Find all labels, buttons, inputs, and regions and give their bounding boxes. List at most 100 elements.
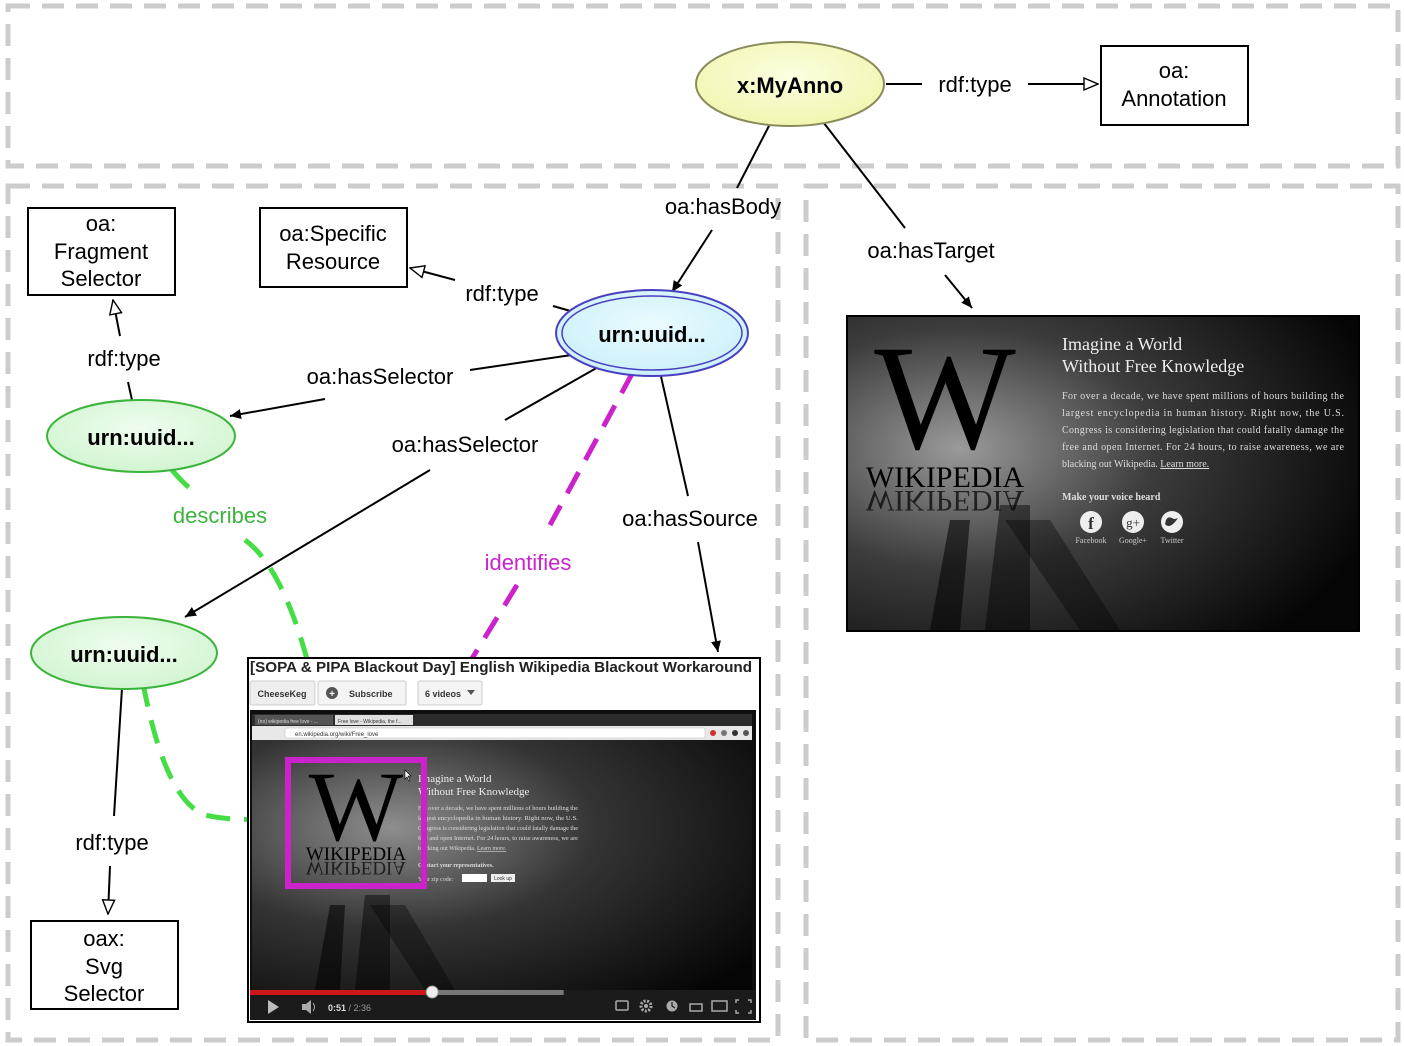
- edge-has-selector-2-a: [504, 365, 601, 421]
- channel-button[interactable]: [249, 680, 316, 706]
- video-lookup-label: Look up: [494, 876, 512, 882]
- svg-text:+: +: [329, 689, 335, 700]
- gear-icon[interactable]: [639, 999, 653, 1013]
- target-para-2: largest encyclopedia in human history. R…: [1062, 408, 1344, 419]
- label-body-type: rdf:type: [465, 281, 538, 306]
- videos-label: 6 videos: [425, 689, 461, 699]
- chevron-down-icon: [467, 690, 475, 695]
- edge-has-body-b: [671, 229, 713, 293]
- label-anno-type: rdf:type: [938, 72, 1011, 97]
- browser-tab-1: [255, 715, 333, 725]
- label-describes: describes: [173, 503, 267, 528]
- video-para-5: blacking out Wikipedia. Learn more.: [418, 846, 507, 852]
- edge-identifies-a: [547, 370, 636, 527]
- label-has-source: oa:hasSource: [622, 506, 758, 531]
- volume-icon[interactable]: [302, 1000, 315, 1014]
- edge-describes-a: [170, 468, 194, 492]
- label-frag-type: rdf:type: [87, 346, 160, 371]
- class-oa-annotation: oa: Annotation: [1100, 45, 1249, 126]
- video-zip-input[interactable]: [462, 874, 487, 882]
- class-oa-fragment-selector-line3: Selector: [61, 266, 142, 291]
- video-heading-2: Without Free Knowledge: [418, 786, 529, 798]
- social-label-facebook: Facebook: [1075, 536, 1106, 545]
- class-oax-svg-selector-line1: oax:: [83, 926, 125, 951]
- video-logo-reflection: WIKIPEDIA: [306, 857, 407, 878]
- identified-region-box: [285, 757, 427, 889]
- edge-has-source-a: [659, 371, 689, 497]
- fullscreen-icon[interactable]: [735, 999, 752, 1014]
- target-para-4: free and open Internet. For 24 hours, to…: [1062, 442, 1345, 453]
- video-logo-word: WIKIPEDIA: [306, 844, 407, 865]
- edge-has-selector-1-a: [469, 352, 586, 371]
- edge-has-body-a: [736, 119, 773, 189]
- video-scrubber[interactable]: [425, 985, 439, 999]
- play-icon[interactable]: [268, 1000, 279, 1014]
- label-has-target: oa:hasTarget: [867, 238, 994, 263]
- video-para-4: free and open Internet. For 24 hours, to…: [418, 835, 578, 842]
- video-lookup-button[interactable]: [491, 874, 515, 882]
- videos-dropdown[interactable]: [417, 680, 483, 706]
- browser-tab-2-label: Free love - Wikipedia, the f...: [338, 719, 402, 725]
- node-fragment-selector: urn:uuid...: [46, 399, 236, 473]
- edge-has-selector-2-b: [184, 469, 431, 618]
- body-region: [5, 183, 781, 1043]
- label-identifies: identifies: [485, 550, 572, 575]
- edge-svg-type-b: [108, 865, 110, 914]
- browser-url-bar: [284, 727, 706, 739]
- annotation-region: [5, 3, 1401, 169]
- video-time-current: 0:51: [328, 1003, 346, 1013]
- video-para-2: largest encyclopedia in human history. R…: [418, 816, 579, 822]
- edge-frag-type-a: [127, 381, 133, 401]
- node-specific-resource-label: urn:uuid...: [598, 322, 706, 347]
- svg-text:g+: g+: [1126, 515, 1140, 530]
- edge-body-type-b: [410, 268, 456, 281]
- mouse-cursor-icon: [404, 769, 412, 782]
- target-region: [803, 183, 1401, 1043]
- facebook-icon[interactable]: f: [1080, 511, 1102, 533]
- target-heading-2: Without Free Knowledge: [1062, 356, 1244, 376]
- captions-icon[interactable]: [615, 1000, 629, 1011]
- class-oa-specific-resource: oa:Specific Resource: [259, 207, 408, 288]
- video-contact: Contact your representatives.: [418, 863, 494, 869]
- video-time: 0:51 / 2:36: [328, 1003, 371, 1013]
- class-oax-svg-selector-line3: Selector: [64, 981, 145, 1006]
- plus-icon: [326, 687, 338, 699]
- class-oa-fragment-selector-line1: oa:: [86, 211, 117, 236]
- class-oa-specific-resource-line1: oa:Specific: [279, 221, 387, 246]
- video-zip-label: Your zip code:: [418, 877, 453, 883]
- class-oax-svg-selector-line2: Svg: [85, 954, 123, 979]
- svg-text:f: f: [1088, 514, 1094, 533]
- video-heading-1: Imagine a World: [418, 773, 492, 785]
- source-video-screenshot: [SOPA & PIPA Blackout Day] English Wikip…: [247, 657, 761, 1023]
- video-shadow-streaks: [315, 905, 345, 990]
- target-para-5-text: blacking out Wikipedia.: [1062, 459, 1160, 470]
- target-logo-reflection: WIKIPEDIA: [866, 484, 1025, 517]
- video-para-5-text: blacking out Wikipedia.: [418, 846, 477, 852]
- channel-name: CheeseKeg: [257, 689, 306, 699]
- video-title: [SOPA & PIPA Blackout Day] English Wikip…: [250, 659, 752, 676]
- google-plus-icon[interactable]: g+: [1122, 511, 1144, 533]
- target-para-5: blacking out Wikipedia. Learn more.: [1062, 459, 1209, 470]
- video-logo-letter: W: [309, 751, 404, 862]
- edge-svg-type-a: [113, 687, 123, 817]
- node-annotation-label: x:MyAnno: [737, 73, 843, 98]
- class-oa-fragment-selector-line2: Fragment: [54, 239, 148, 264]
- class-oa-annotation-line2: Annotation: [1121, 86, 1226, 111]
- browser-url: en.wikipedia.org/wiki/Free_love: [295, 732, 379, 738]
- node-svg-selector: urn:uuid...: [30, 616, 218, 690]
- small-player-icon[interactable]: [689, 1003, 703, 1012]
- target-logo-word: WIKIPEDIA: [866, 461, 1025, 494]
- target-voice-heading: Make your voice heard: [1062, 492, 1161, 503]
- node-svg-selector-label: urn:uuid...: [70, 642, 178, 667]
- video-progress-bar[interactable]: [250, 990, 433, 995]
- target-para-1: For over a decade, we have spent million…: [1062, 391, 1345, 402]
- subscribe-button[interactable]: [317, 680, 407, 706]
- edge-has-target-a: [819, 117, 906, 229]
- video-learn-more-link[interactable]: Learn more.: [477, 846, 507, 852]
- clock-icon[interactable]: [666, 1000, 678, 1012]
- target-learn-more-link[interactable]: Learn more.: [1160, 459, 1209, 470]
- large-player-icon[interactable]: [711, 1000, 728, 1012]
- class-oa-specific-resource-line2: Resource: [286, 249, 380, 274]
- twitter-icon[interactable]: [1161, 511, 1183, 533]
